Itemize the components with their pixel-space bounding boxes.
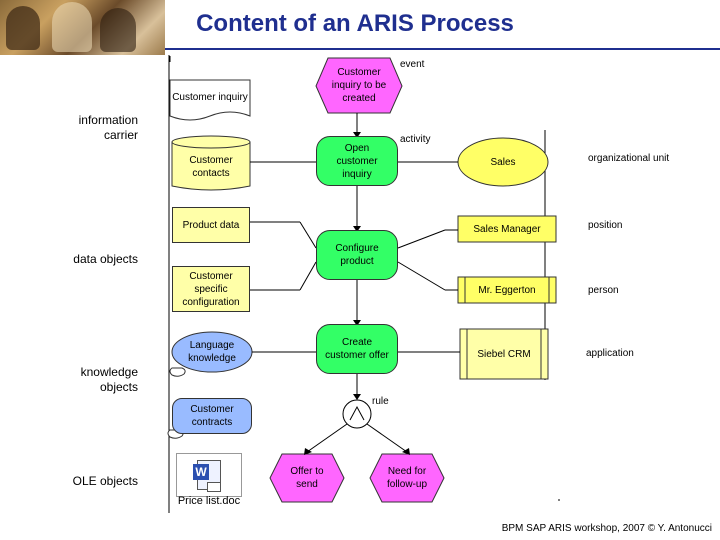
app-siebel-label: Siebel CRM: [477, 348, 531, 360]
label-person: person: [588, 285, 619, 296]
label-position: position: [588, 220, 623, 231]
label-application: application: [586, 348, 634, 359]
event-customer-inquiry-label: Customer inquiry to be created: [331, 67, 387, 104]
knowledge-customer-contracts: Customer contracts: [172, 398, 252, 434]
app-siebel-shape: [459, 328, 549, 380]
label-rule: rule: [372, 396, 389, 407]
event-need-follow-up-label: Need for follow-up: [386, 466, 428, 490]
label-information-carrier: information carrier: [78, 113, 138, 142]
label-event: event: [400, 59, 425, 70]
position-sales-manager-label: Sales Manager: [473, 223, 541, 235]
label-ole-objects: OLE objects: [72, 474, 138, 488]
function-configure-product: Configure product: [316, 230, 398, 280]
org-sales-label: Sales: [490, 156, 516, 168]
event-offer-to-send-label: Offer to send: [290, 466, 324, 490]
event-customer-inquiry-shape: [315, 57, 403, 114]
word-document-filename: Price list.doc: [177, 495, 241, 507]
person-mr-eggerton-label: Mr. Eggerton: [478, 284, 536, 296]
data-product-data: Product data: [172, 207, 250, 243]
cylinder-customer-contacts-shape: [171, 135, 251, 149]
position-sales-manager-shape: [457, 215, 557, 243]
function-open-customer-inquiry: Open customer inquiry: [316, 136, 398, 186]
word-document-icon: W: [176, 453, 242, 497]
document-customer-inquiry-label: Customer inquiry: [172, 91, 248, 103]
footer-credit: BPM SAP ARIS workshop, 2007 © Y. Antonuc…: [501, 523, 712, 534]
label-knowledge-objects: knowledge objects: [80, 365, 138, 394]
label-data-objects: data objects: [73, 252, 138, 266]
cylinder-customer-contacts-label: Customer contacts: [189, 155, 233, 179]
function-create-customer-offer: Create customer offer: [316, 324, 398, 374]
label-activity: activity: [400, 134, 431, 145]
rule-circle: [342, 399, 372, 429]
page-title: Content of an ARIS Process: [196, 10, 514, 37]
label-organizational-unit: organizational unit: [588, 153, 670, 164]
knowledge-language-label: Language knowledge: [188, 340, 236, 364]
data-customer-specific-configuration: Customer specific configuration: [172, 266, 250, 312]
document-customer-inquiry-shape: [169, 79, 251, 121]
event-offer-to-send-shape: [269, 453, 345, 503]
event-need-follow-up-shape: [369, 453, 445, 503]
header-photo: [0, 0, 165, 55]
title-underline: [165, 48, 720, 50]
